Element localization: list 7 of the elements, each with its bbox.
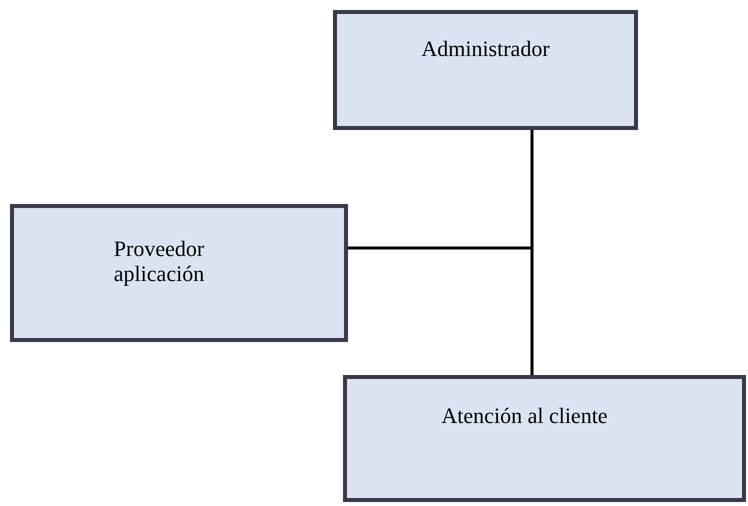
org-box [333, 10, 638, 130]
box-label: Administrador [420, 36, 551, 62]
box-label: Atención al cliente [440, 403, 609, 428]
box-label: Proveedor aplicación [112, 236, 206, 287]
org-box [10, 204, 348, 342]
connector-line [530, 130, 534, 375]
org-box [343, 375, 746, 502]
